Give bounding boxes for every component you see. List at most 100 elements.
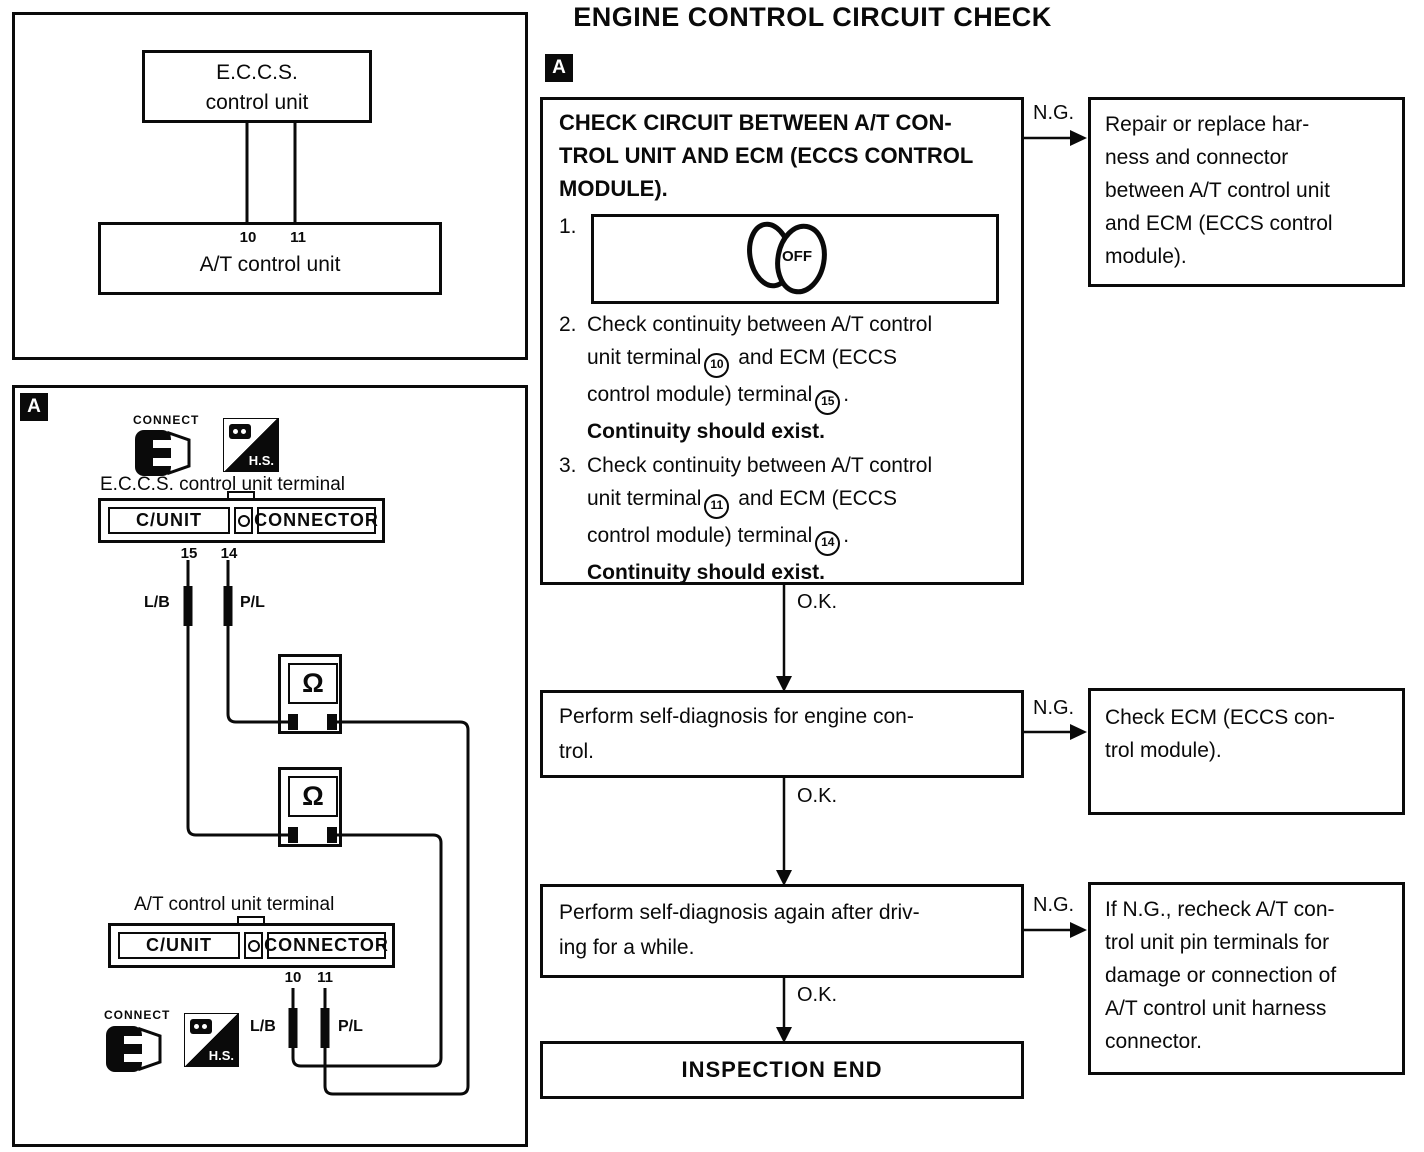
box3-line1: Perform self-diagnosis again after driv-: [559, 901, 920, 924]
box3-line2: ing for a while.: [559, 936, 695, 959]
box2-line1: Perform self-diagnosis for engine con-: [559, 705, 914, 728]
strip1-index-hole: [234, 507, 253, 534]
hs-icon-bottom: H.S.: [184, 1013, 239, 1067]
connect-label-bottom: CONNECT: [104, 1008, 171, 1022]
step2-text3b: .: [843, 383, 850, 407]
right1-line3: between A/T control unit: [1105, 179, 1330, 202]
eccs-terminal-title: E.C.C.S. control unit terminal: [100, 474, 345, 495]
circled-terminal-10: 10: [704, 353, 730, 379]
eccs-control-unit-box: E.C.C.S. control unit: [142, 50, 372, 123]
panel-a-badge: A: [20, 393, 48, 421]
circled-terminal-15: 15: [815, 390, 841, 416]
flow-box-check-circuit: CHECK CIRCUIT BETWEEN A/T CON- TROL UNIT…: [540, 97, 1024, 585]
hs-label-top: H.S.: [248, 453, 274, 468]
ohm-symbol-bottom: Ω: [288, 776, 338, 817]
step2-text1: Check continuity between A/T control: [587, 313, 933, 336]
wire-pl-label-bottom: P/L: [338, 1018, 363, 1035]
hs-tool-glyph: [229, 424, 251, 439]
step3-text1: Check continuity between A/T control: [587, 453, 933, 477]
strip1-cunit-cell: C/UNIT: [108, 507, 230, 534]
at-terminal-11: 11: [317, 969, 333, 986]
right1-line5: module).: [1105, 245, 1187, 268]
step3-line1: 3. Check continuity between A/T control: [559, 449, 1017, 482]
box1-heading-line2: TROL UNIT AND ECM (ECCS CONTROL: [559, 143, 974, 168]
result-box-repair-harness: Repair or replace har- ness and connecto…: [1088, 97, 1405, 287]
at-terminal-10: 10: [284, 969, 302, 986]
connect-icon-top: [135, 430, 191, 476]
right1-line2: ness and connector: [1105, 146, 1289, 169]
step3-number: 3.: [559, 453, 577, 477]
right3-line4: A/T control unit harness: [1105, 997, 1327, 1020]
box1-steps: 2. Check continuity between A/T control u…: [559, 308, 1017, 590]
hs-label-bottom: H.S.: [208, 1048, 234, 1063]
strip1-dot: [237, 514, 250, 527]
step3-text2b: and ECM (ECCS: [738, 487, 897, 511]
ignition-key-icon: [747, 221, 827, 295]
box2-line2: trol.: [559, 740, 595, 763]
ohmmeter-bottom: Ω: [278, 767, 342, 847]
at-terminal-title: A/T control unit terminal: [134, 894, 335, 915]
step3-text3a: control module) terminal: [587, 524, 813, 548]
at-terminal-10-label: 10: [239, 229, 257, 246]
ng-label-2: N.G.: [1033, 697, 1075, 719]
step2-text3a: control module) terminal: [587, 383, 813, 407]
eccs-terminal-14: 14: [220, 545, 238, 562]
ohm-symbol-top: Ω: [288, 663, 338, 704]
eccs-connector-strip: C/UNIT CONNECTOR: [98, 498, 385, 543]
step2-text2a: unit terminal: [587, 346, 702, 370]
at-connector-strip: C/UNIT CONNECTOR: [108, 923, 395, 968]
ng-label-1: N.G.: [1033, 102, 1075, 124]
result-box-recheck-terminals: If N.G., recheck A/T con- trol unit pin …: [1088, 882, 1405, 1075]
circled-terminal-14: 14: [815, 531, 841, 557]
right1-line1: Repair or replace har-: [1105, 113, 1310, 136]
ng-label-3: N.G.: [1033, 894, 1075, 916]
box1-heading-line1: CHECK CIRCUIT BETWEEN A/T CON-: [559, 110, 952, 135]
at-box-label: A/T control unit: [199, 253, 341, 276]
hs-icon-top: H.S.: [223, 418, 279, 472]
right1-line4: and ECM (ECCS control: [1105, 212, 1333, 235]
flow-box-self-diagnosis: Perform self-diagnosis for engine con- t…: [540, 690, 1024, 778]
box1-heading-line3: MODULE).: [559, 176, 668, 201]
right3-line2: trol unit pin terminals for: [1105, 931, 1330, 954]
strip2-connector-cell: CONNECTOR: [264, 932, 388, 959]
step2-number: 2.: [559, 313, 577, 336]
connect-label-top: CONNECT: [133, 413, 200, 427]
flow-box-self-diagnosis-again: Perform self-diagnosis again after driv-…: [540, 884, 1024, 978]
key-off-label: OFF: [782, 248, 812, 265]
right3-line3: damage or connection of: [1105, 964, 1337, 987]
right2-line1: Check ECM (ECCS con-: [1105, 706, 1335, 729]
step3-result: Continuity should exist.: [587, 561, 826, 585]
strip2-dot: [247, 939, 260, 952]
eccs-terminal-15: 15: [180, 545, 198, 562]
wire-lb-label-top: L/B: [144, 594, 170, 611]
strip2-cunit-cell: C/UNIT: [118, 932, 240, 959]
step2-text2b: and ECM (ECCS: [738, 346, 897, 370]
circled-terminal-11: 11: [704, 494, 730, 520]
right3-line5: connector.: [1105, 1030, 1202, 1053]
eccs-box-line2: control unit: [205, 91, 309, 114]
ok-label-1: O.K.: [797, 591, 838, 613]
hs-tool-glyph-2: [190, 1019, 212, 1034]
right3-line1: If N.G., recheck A/T con-: [1105, 898, 1335, 921]
step2-result: Continuity should exist.: [587, 420, 826, 444]
step1-number: 1.: [559, 215, 577, 238]
strip2-index-hole: [244, 932, 263, 959]
result-box-check-ecm: Check ECM (ECCS con- trol module).: [1088, 688, 1405, 815]
section-a-badge: A: [545, 54, 573, 82]
step3-text3b: .: [843, 524, 850, 548]
strip1-connector-cell: CONNECTOR: [254, 507, 378, 534]
step3-text2a: unit terminal: [587, 487, 702, 511]
ok-label-2: O.K.: [797, 785, 838, 807]
ohmmeter-top: Ω: [278, 654, 342, 734]
right2-line2: trol module).: [1105, 739, 1222, 762]
connect-icon-bottom: [106, 1026, 162, 1072]
eccs-box-line1: E.C.C.S.: [216, 61, 298, 84]
step2-line1: 2. Check continuity between A/T control: [559, 308, 1017, 341]
ok-label-3: O.K.: [797, 984, 838, 1006]
flow-box-inspection-end: INSPECTION END: [540, 1041, 1024, 1099]
